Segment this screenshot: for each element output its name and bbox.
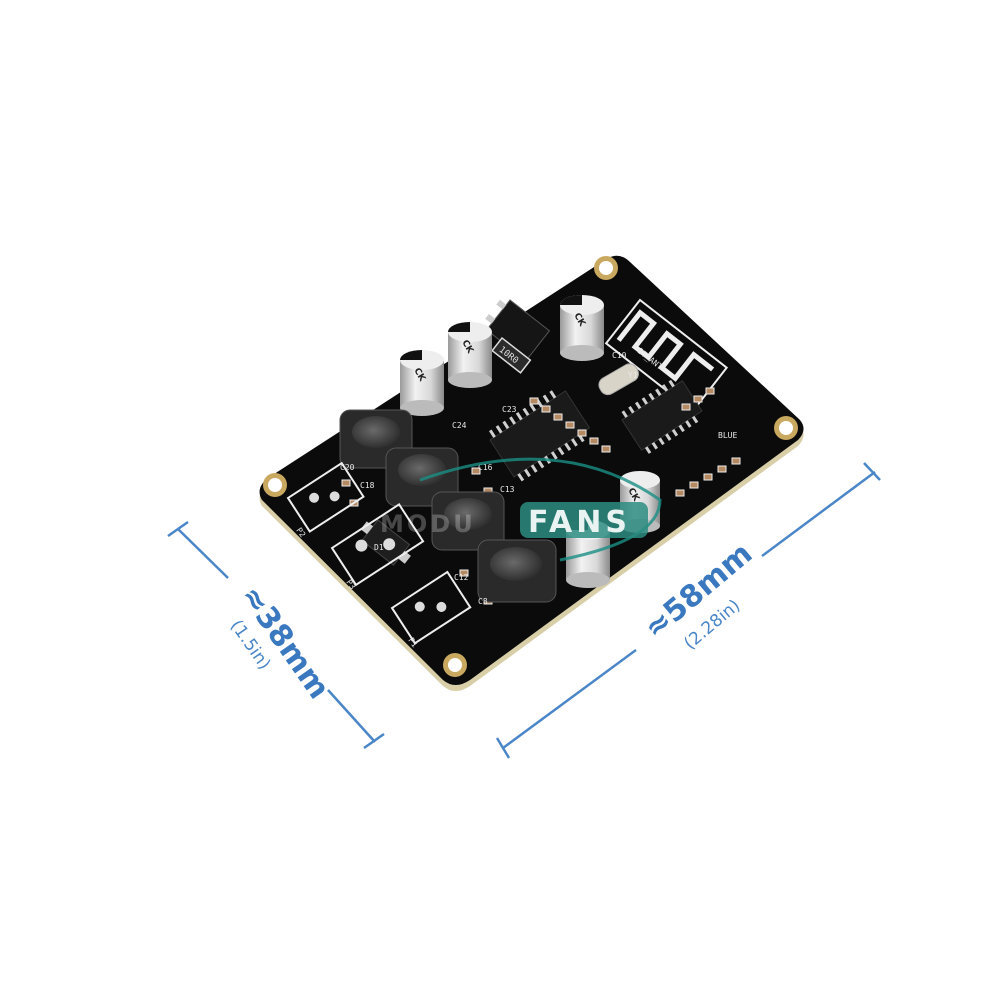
electrolytic-capacitor: CK bbox=[560, 295, 604, 361]
silkscreen-labels: C20 C18 C24 C23 C16 C13 C12 C8 C10 D1 bbox=[340, 351, 627, 606]
silk-label: C8 bbox=[478, 597, 488, 606]
crystal-label: Y1 bbox=[628, 371, 638, 380]
electrolytic-capacitor: CK bbox=[448, 322, 492, 388]
mounting-hole bbox=[774, 416, 798, 440]
terminal-p1 bbox=[390, 570, 472, 645]
silk-label: C20 bbox=[340, 463, 355, 472]
terminal-p3 bbox=[330, 503, 425, 587]
silk-label: C24 bbox=[452, 421, 467, 430]
watermark-prefix: MODU bbox=[380, 510, 476, 538]
silk-label: C23 bbox=[502, 405, 517, 414]
dimension-width bbox=[167, 520, 385, 750]
inductor bbox=[431, 491, 505, 551]
mounting-hole bbox=[594, 256, 618, 280]
mounting-hole bbox=[263, 473, 287, 497]
blue-label: BLUE bbox=[718, 431, 737, 440]
terminal-p2 bbox=[286, 461, 365, 533]
watermark: FANS MODU bbox=[380, 457, 662, 562]
bluetooth-chip bbox=[621, 379, 703, 454]
dimension-length bbox=[495, 462, 881, 759]
silk-label: C16 bbox=[478, 463, 493, 472]
silk-label: C10 bbox=[612, 351, 627, 360]
inductor bbox=[385, 447, 459, 507]
silk-label: D1 bbox=[374, 543, 384, 552]
mounting-hole bbox=[443, 653, 467, 677]
silk-label: C13 bbox=[500, 485, 515, 494]
silk-label: C18 bbox=[360, 481, 375, 490]
electrolytic-capacitor: CK bbox=[400, 350, 444, 416]
inductor bbox=[477, 539, 557, 603]
watermark-text: FANS bbox=[528, 505, 631, 540]
silk-label: C12 bbox=[454, 573, 469, 582]
crystal-oscillator bbox=[598, 363, 639, 396]
